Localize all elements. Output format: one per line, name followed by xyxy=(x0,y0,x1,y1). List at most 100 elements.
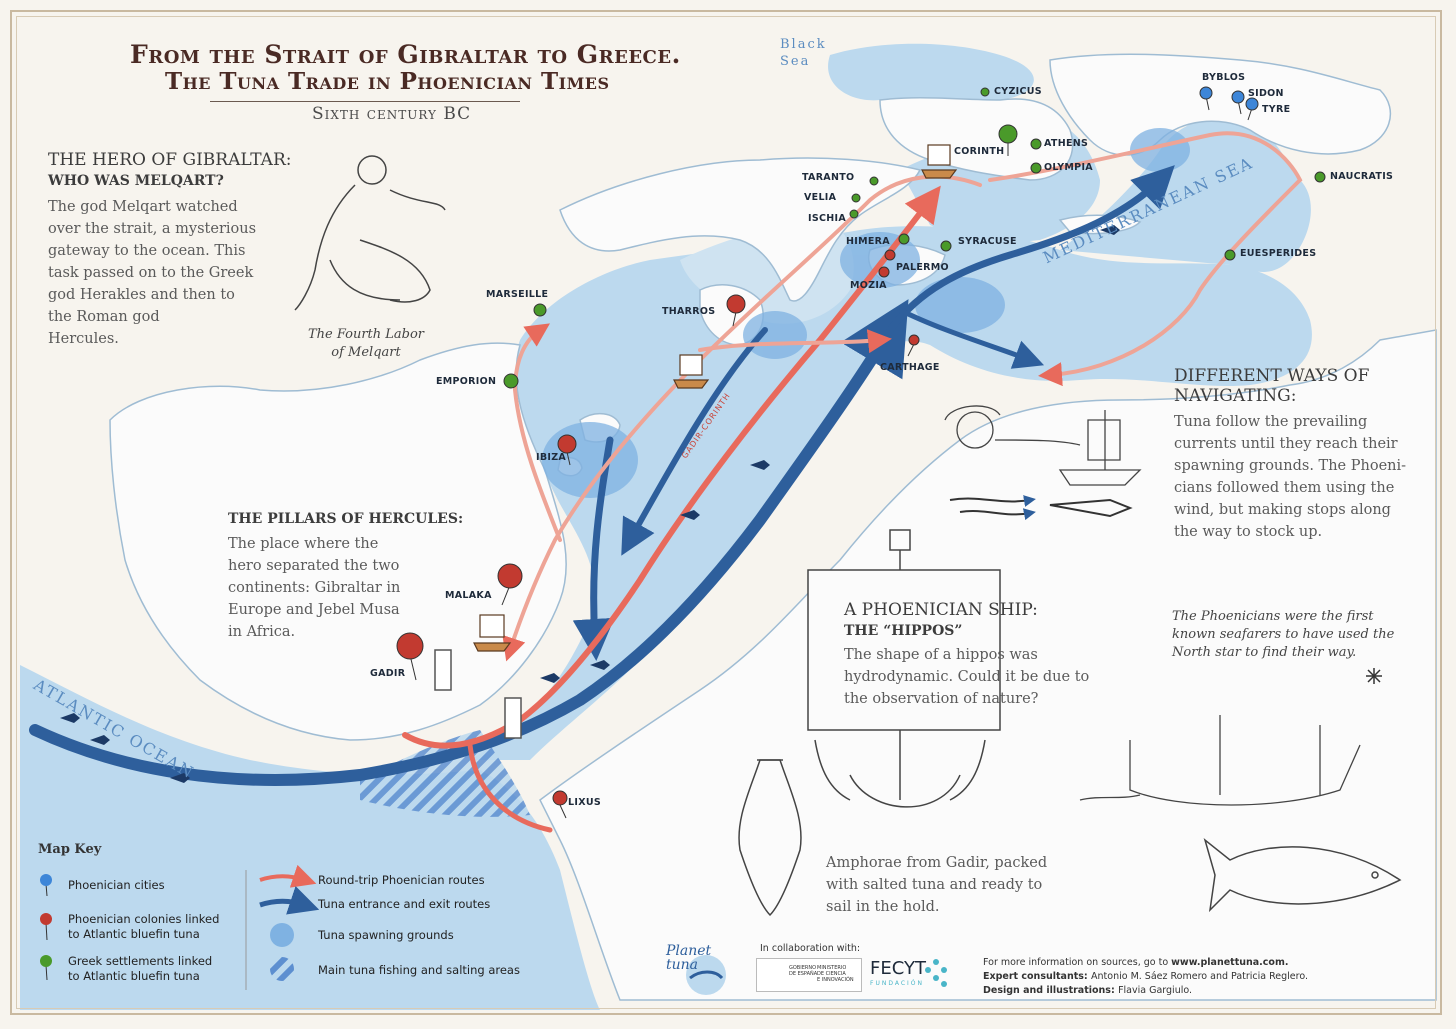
ministry-logo-line: DE CIENCIA xyxy=(817,971,846,977)
key-round-trip-icon xyxy=(259,864,317,888)
city-label-corinth: CORINTH xyxy=(954,146,1005,157)
north-star-note-line: known seafarers to have used the xyxy=(1172,627,1395,642)
key-red-pin-icon xyxy=(40,913,52,941)
ship-icon-corinth xyxy=(921,144,958,179)
tuna-route-east xyxy=(886,165,1175,334)
ship-text-line: the observation of nature? xyxy=(844,691,1039,707)
pin-tharros xyxy=(726,294,746,327)
navigating-heading-line-2: navigating: xyxy=(1174,386,1297,406)
hero-text-line: Hercules. xyxy=(48,331,119,347)
government-logo-text: GOBIERNO DE ESPAÑA xyxy=(789,965,817,977)
city-label-malaka: MALAKA xyxy=(445,590,492,601)
city-label-gadir: GADIR xyxy=(370,668,406,679)
title-rule xyxy=(210,101,520,102)
iberia-land xyxy=(109,342,567,741)
pin-ischia xyxy=(849,209,859,219)
key-colonies-line: Phoenician colonies linked xyxy=(68,912,220,926)
key-fishing-icon xyxy=(270,957,294,981)
tuna-routes xyxy=(29,165,1175,786)
ship-text-line: hydrodynamic. Could it be due to xyxy=(844,669,1090,685)
ship-text-line: The shape of a hippos was xyxy=(844,647,1038,663)
title-line-1: From the Strait of Gibraltar to Greece. xyxy=(130,40,681,69)
pin-ibiza xyxy=(557,434,577,466)
city-label-olympia: OLYMPIA xyxy=(1044,162,1093,173)
city-label-mozia: MOZIA xyxy=(850,280,887,291)
melqart-caption-line: of Melqart xyxy=(331,345,401,360)
ship-subheading-text: The “Hippos” xyxy=(844,623,963,639)
pillars-text: The place where the hero separated the t… xyxy=(228,533,400,643)
title-line-2: The Tuna Trade in Phoenician Times xyxy=(165,68,610,95)
anatolia-land xyxy=(1049,53,1391,156)
pin-gadir xyxy=(396,632,424,681)
hero-text-line: task passed on to the Greek xyxy=(48,265,254,281)
ship-text: The shape of a hippos was hydrodynamic. … xyxy=(844,644,1089,710)
government-logo-line: DE ESPAÑA xyxy=(789,971,818,977)
hero-text-line: gateway to the ocean. This xyxy=(48,243,246,259)
credits-consultants-label: Expert consultants: xyxy=(983,971,1092,982)
north-star-note-line: The Phoenicians were the first xyxy=(1172,609,1374,624)
pin-naucratis xyxy=(1314,171,1326,183)
navigating-text-line: Tuna follow the prevailing xyxy=(1174,414,1368,430)
pin-emporion xyxy=(503,373,519,389)
pin-palermo xyxy=(884,249,896,261)
key-tuna-route-icon xyxy=(259,886,320,915)
ministry-logo-text: MINISTERIO DE CIENCIA E INNOVACIÓN xyxy=(817,965,854,983)
city-label-emporion: EMPORION xyxy=(436,376,497,387)
pin-marseille xyxy=(533,303,547,317)
navigating-text-line: the way to stock up. xyxy=(1174,524,1323,540)
key-spawning: Tuna spawning grounds xyxy=(318,928,454,942)
map-key-symbols xyxy=(40,864,320,990)
city-label-ibiza: IBIZA xyxy=(536,452,567,463)
city-label-sidon: SIDON xyxy=(1248,88,1284,99)
city-label-himera: HIMERA xyxy=(846,236,890,247)
credits-info: For more information on sources, go to w… xyxy=(983,956,1308,970)
fecyt-logo-icon xyxy=(925,959,947,987)
key-greek-line: to Atlantic bluefin tuna xyxy=(68,969,200,983)
key-colonies-line: to Atlantic bluefin tuna xyxy=(68,927,200,941)
key-phoenician-cities: Phoenician cities xyxy=(68,878,165,892)
fecyt-logo-subtitle: FUNDACIÓN xyxy=(870,980,925,987)
pin-malaka xyxy=(497,563,523,606)
credits-consultants: Expert consultants: Antonio M. Sáez Rome… xyxy=(983,970,1308,984)
amphorae-text: Amphorae from Gadir, packed with salted … xyxy=(826,852,1047,918)
ship-heading: A Phoenician ship: xyxy=(844,600,1038,620)
key-spawning-icon xyxy=(270,923,294,947)
ship-icon-ibiza xyxy=(673,354,710,389)
pin-mozia xyxy=(878,266,890,278)
hero-heading: The Hero of Gibraltar: xyxy=(48,150,292,170)
hero-text-line: god Herakles and then to xyxy=(48,287,235,303)
spawning-ground-aegean xyxy=(1130,128,1190,172)
pin-lixus xyxy=(552,790,568,819)
tuna-icon xyxy=(590,660,610,670)
tuna-route-atlantic-entry xyxy=(29,299,909,786)
amphorae-text-line: Amphorae from Gadir, packed xyxy=(826,855,1048,871)
navigating-text-line: currents until they reach their xyxy=(1174,436,1398,452)
planet-tuna-logo-line-1: Planet xyxy=(666,943,712,959)
tuna-icon xyxy=(680,510,700,520)
navigating-heading-line-1: Different ways of xyxy=(1174,366,1370,386)
key-colonies: Phoenician colonies linked to Atlantic b… xyxy=(68,912,219,942)
italy-land xyxy=(559,157,922,302)
credits-design-name: Flavia Gargiulo. xyxy=(1118,985,1193,996)
spawning-ground-malta xyxy=(915,277,1005,333)
city-label-carthage: CARTHAGE xyxy=(880,362,940,373)
pillars-text-line: The place where the xyxy=(228,536,379,552)
north-star-icon xyxy=(1366,668,1382,684)
credits-info-prefix: For more information on sources, go to xyxy=(983,957,1172,968)
hippos-ship-illustration xyxy=(807,529,1001,808)
melqart-caption-line: The Fourth Labor xyxy=(307,327,425,342)
ship-icon-malaka xyxy=(473,614,512,652)
pillars-text-line: in Africa. xyxy=(228,624,296,640)
credits-info-link[interactable]: www.planettuna.com. xyxy=(1171,957,1289,968)
black-sea-label: Black Sea xyxy=(780,36,827,70)
subtitle: Sixth century BC xyxy=(312,104,472,124)
tuna-route-sicily-loop xyxy=(897,307,1045,369)
route-east-levant xyxy=(988,131,1303,387)
amphorae-text-line: sail in the hold. xyxy=(826,899,940,915)
pillars-text-line: Europe and Jebel Musa xyxy=(228,602,400,618)
ship-icons xyxy=(473,144,958,652)
pillars-of-hercules-icon xyxy=(434,649,522,739)
galley-illustration xyxy=(1079,715,1361,806)
navigating-text-line: spawning grounds. The Phoeni- xyxy=(1174,458,1407,474)
hero-subheading: Who was Melqart? xyxy=(48,170,224,191)
